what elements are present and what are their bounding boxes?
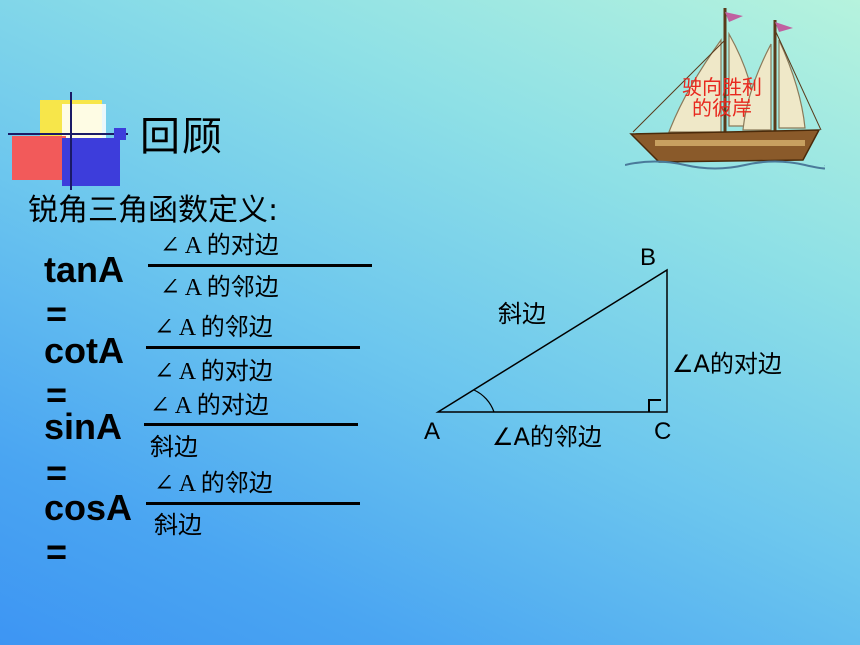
fraction-bar	[146, 346, 360, 349]
angle-a-arc	[473, 389, 495, 413]
fraction-denominator: 斜边	[150, 435, 198, 461]
fraction-bar	[148, 264, 372, 267]
hypotenuse-label: 斜边	[498, 300, 546, 328]
fraction-numerator: ∠ A 的邻边	[154, 315, 273, 341]
function-name: cosA	[44, 487, 133, 528]
vertex-c-label: C	[654, 418, 672, 445]
page-title: 回顾	[140, 114, 224, 160]
red-square	[12, 136, 66, 180]
equals-sign: =	[46, 452, 68, 493]
fraction-bar	[146, 502, 360, 505]
opposite-side-label: ∠A的对边	[672, 350, 782, 378]
ship-caption-line1: 驶向胜利	[682, 77, 762, 99]
fraction-numerator: ∠ A 的对边	[150, 393, 269, 419]
bullet-square	[114, 128, 126, 140]
function-name: sinA	[44, 406, 123, 447]
ship-caption: 驶向胜利 的彼岸	[682, 78, 762, 120]
vertex-a-label: A	[424, 418, 441, 445]
vertex-b-label: B	[640, 244, 657, 271]
fraction-denominator: 斜边	[154, 513, 202, 539]
subtitle: 锐角三角函数定义:	[28, 193, 279, 228]
fraction-bar	[144, 423, 358, 426]
fraction-denominator: ∠ A 的邻边	[160, 275, 279, 301]
fraction-denominator: ∠ A 的对边	[154, 359, 273, 385]
equals-sign: =	[46, 374, 68, 415]
ship-caption-line2: 的彼岸	[692, 98, 752, 120]
equals-sign: =	[46, 293, 68, 334]
sailing-ship-icon	[625, 8, 825, 170]
function-name: cotA	[44, 330, 124, 371]
triangle-outline	[435, 268, 668, 413]
fraction-numerator: ∠ A 的邻边	[154, 471, 273, 497]
fraction-numerator: ∠ A 的对边	[160, 233, 279, 259]
horizontal-rule	[8, 133, 128, 135]
adjacent-side-label: ∠A的邻边	[492, 423, 602, 451]
vertical-rule	[70, 92, 72, 190]
equals-sign: =	[46, 531, 68, 572]
function-name: tanA	[44, 249, 124, 290]
right-angle-mark	[648, 399, 661, 412]
